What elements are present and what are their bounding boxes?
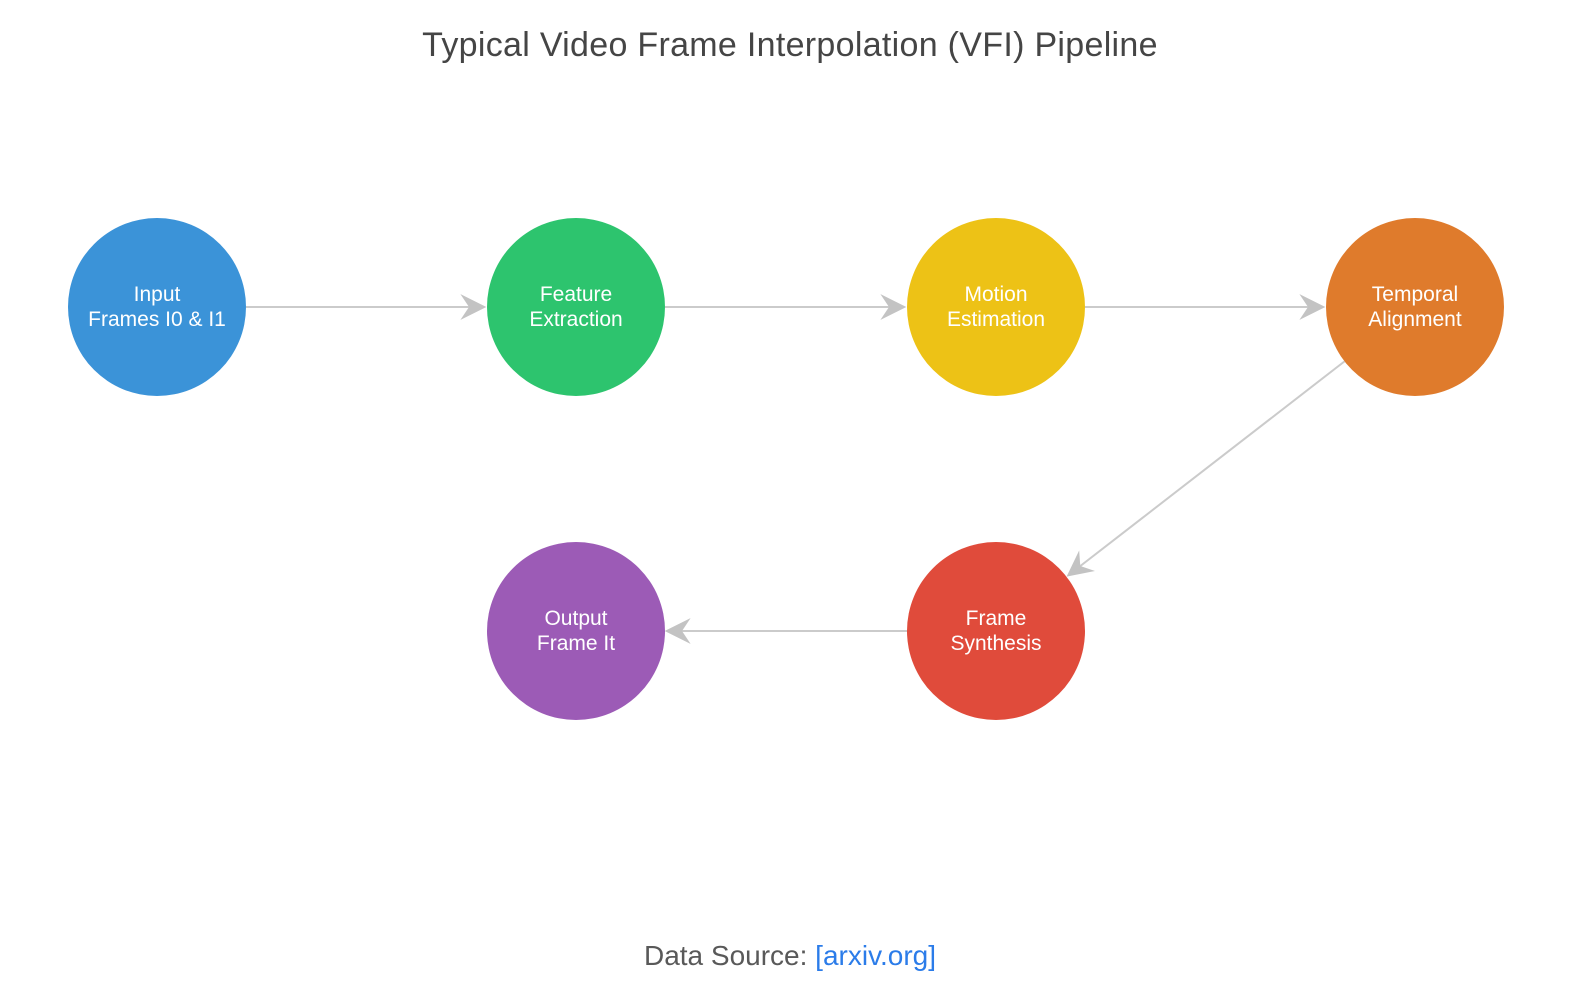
node-temporal-alignment-label: Temporal Alignment (1368, 282, 1462, 331)
arxiv-link[interactable]: [arxiv.org] (815, 940, 937, 971)
node-frame-synthesis-label: Frame Synthesis (950, 606, 1042, 655)
node-temporal-alignment: Temporal Alignment (1326, 218, 1504, 396)
node-input-frames-label: Input Frames I0 & I1 (88, 282, 226, 331)
data-source-prefix: Data Source: (643, 940, 816, 971)
edge-temporal-to-synthesis (1066, 360, 1346, 577)
node-feature-extraction: Feature Extraction (487, 218, 665, 396)
node-feature-extraction-label: Feature Extraction (529, 282, 623, 331)
data-source-caption: Data Source: [arxiv.org] (0, 940, 1580, 972)
node-motion-estimation-label: Motion Estimation (946, 282, 1046, 331)
node-output-frame-label: Output Frame It (536, 606, 616, 655)
node-input-frames: Input Frames I0 & I1 (68, 218, 246, 396)
node-motion-estimation: Motion Estimation (907, 218, 1085, 396)
diagram-title: Typical Video Frame Interpolation (VFI) … (422, 26, 1158, 64)
node-output-frame: Output Frame It (487, 542, 665, 720)
node-frame-synthesis: Frame Synthesis (907, 542, 1085, 720)
